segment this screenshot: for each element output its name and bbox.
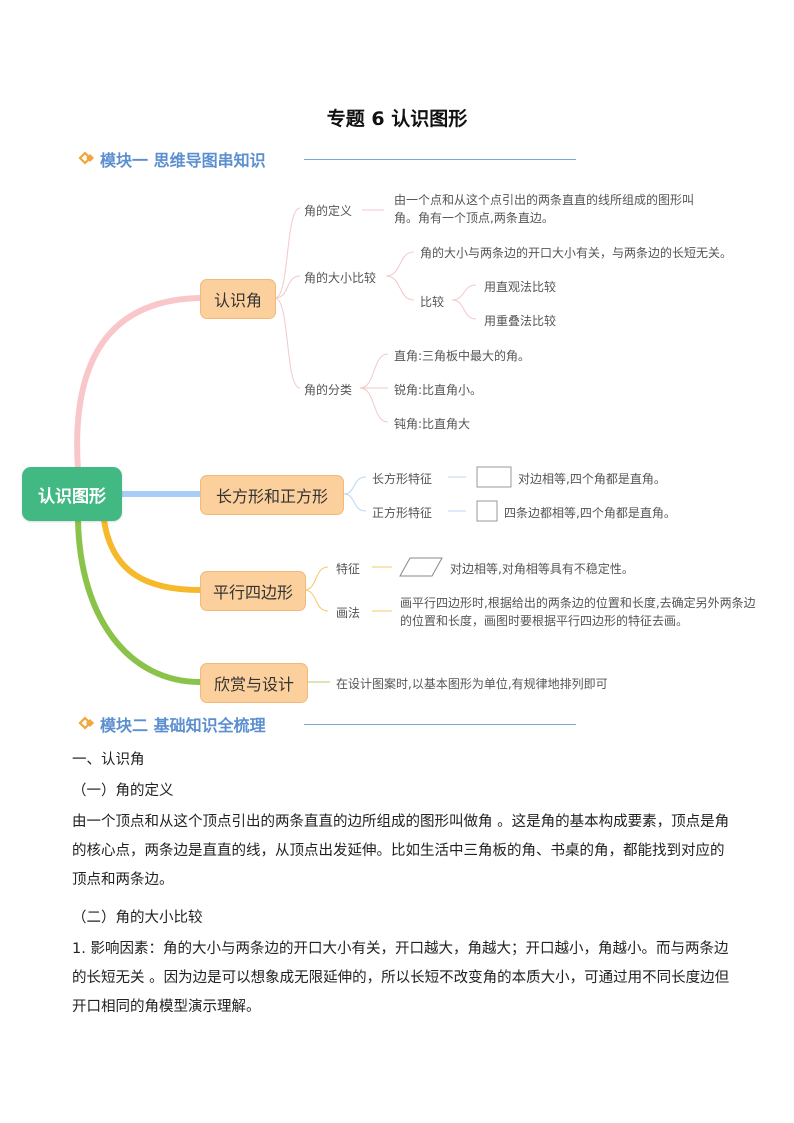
- angle-type-obtuse: 钝角:比直角大: [394, 417, 471, 431]
- angle-type-acute: 锐角:比直角小。: [394, 383, 483, 397]
- module-heading-2: 模块二 基础知识全梳理: [78, 712, 578, 740]
- divider: [304, 159, 576, 160]
- branch-angle: 认识角: [200, 279, 276, 319]
- angle-definition-label: 角的定义: [304, 204, 353, 218]
- branch-rect-square: 长方形和正方形: [200, 475, 344, 515]
- angle-type-right: 直角:三角板中最大的角。: [394, 349, 531, 363]
- subsection-heading: （二）角的大小比较: [72, 910, 203, 926]
- section-heading: 一、认识角: [72, 752, 145, 768]
- parallelogram-feature-label: 特征: [336, 562, 361, 576]
- angle-types-label: 角的分类: [304, 383, 353, 397]
- module-heading-text: 模块一 思维导图串知识: [100, 151, 266, 170]
- diamond-arrow-icon: [78, 716, 94, 730]
- angle-compare-method-label: 比较: [420, 295, 445, 309]
- branch-parallelogram: 平行四边形: [200, 571, 306, 611]
- subsection-heading: （一）角的定义: [72, 783, 174, 799]
- paragraph-compare: 1. 影响因素：角的大小与两条边的开口大小有关，开口越大，角越大；开口越小，角越…: [72, 941, 730, 1015]
- angle-compare-method-2: 用重叠法比较: [484, 314, 557, 328]
- page-title: 专题 6 认识图形: [326, 108, 468, 130]
- angle-compare-rule: 角的大小与两条边的开口大小有关，与两条边的长短无关。: [420, 246, 733, 260]
- square-feature-text: 四条边都相等,四个角都是直角。: [504, 506, 676, 520]
- divider: [304, 724, 576, 725]
- rect-feature-label: 长方形特征: [372, 472, 433, 486]
- parallelogram-draw-text: 画平行四边形时,根据给出的两条边的位置和长度,去确定另外两条边的位置和长度，画图…: [400, 596, 756, 628]
- module-heading-1: 模块一 思维导图串知识: [78, 147, 578, 175]
- square-feature-label: 正方形特征: [372, 506, 433, 520]
- branch-design: 欣赏与设计: [200, 663, 308, 703]
- rect-feature-text: 对边相等,四个角都是直角。: [518, 472, 666, 486]
- angle-compare-label: 角的大小比较: [304, 271, 377, 285]
- diamond-arrow-icon: [78, 151, 94, 165]
- angle-definition-text: 由一个点和从这个点引出的两条直直的线所组成的图形叫角。角有一个顶点,两条直边。: [394, 193, 695, 225]
- module-heading-text: 模块二 基础知识全梳理: [100, 716, 266, 735]
- parallelogram-draw-label: 画法: [336, 606, 361, 620]
- mindmap-connectors: [74, 207, 512, 685]
- paragraph-definition: 由一个顶点和从这个顶点引出的两条直直的边所组成的图形叫做角 。这是角的基本构成要…: [72, 814, 730, 888]
- parallelogram-feature-text: 对边相等,对角相等具有不稳定性。: [450, 562, 634, 576]
- mindmap-root: 认识图形: [22, 467, 122, 521]
- design-text: 在设计图案时,以基本图形为单位,有规律地排列即可: [336, 677, 608, 691]
- angle-compare-method-1: 用直观法比较: [484, 280, 557, 294]
